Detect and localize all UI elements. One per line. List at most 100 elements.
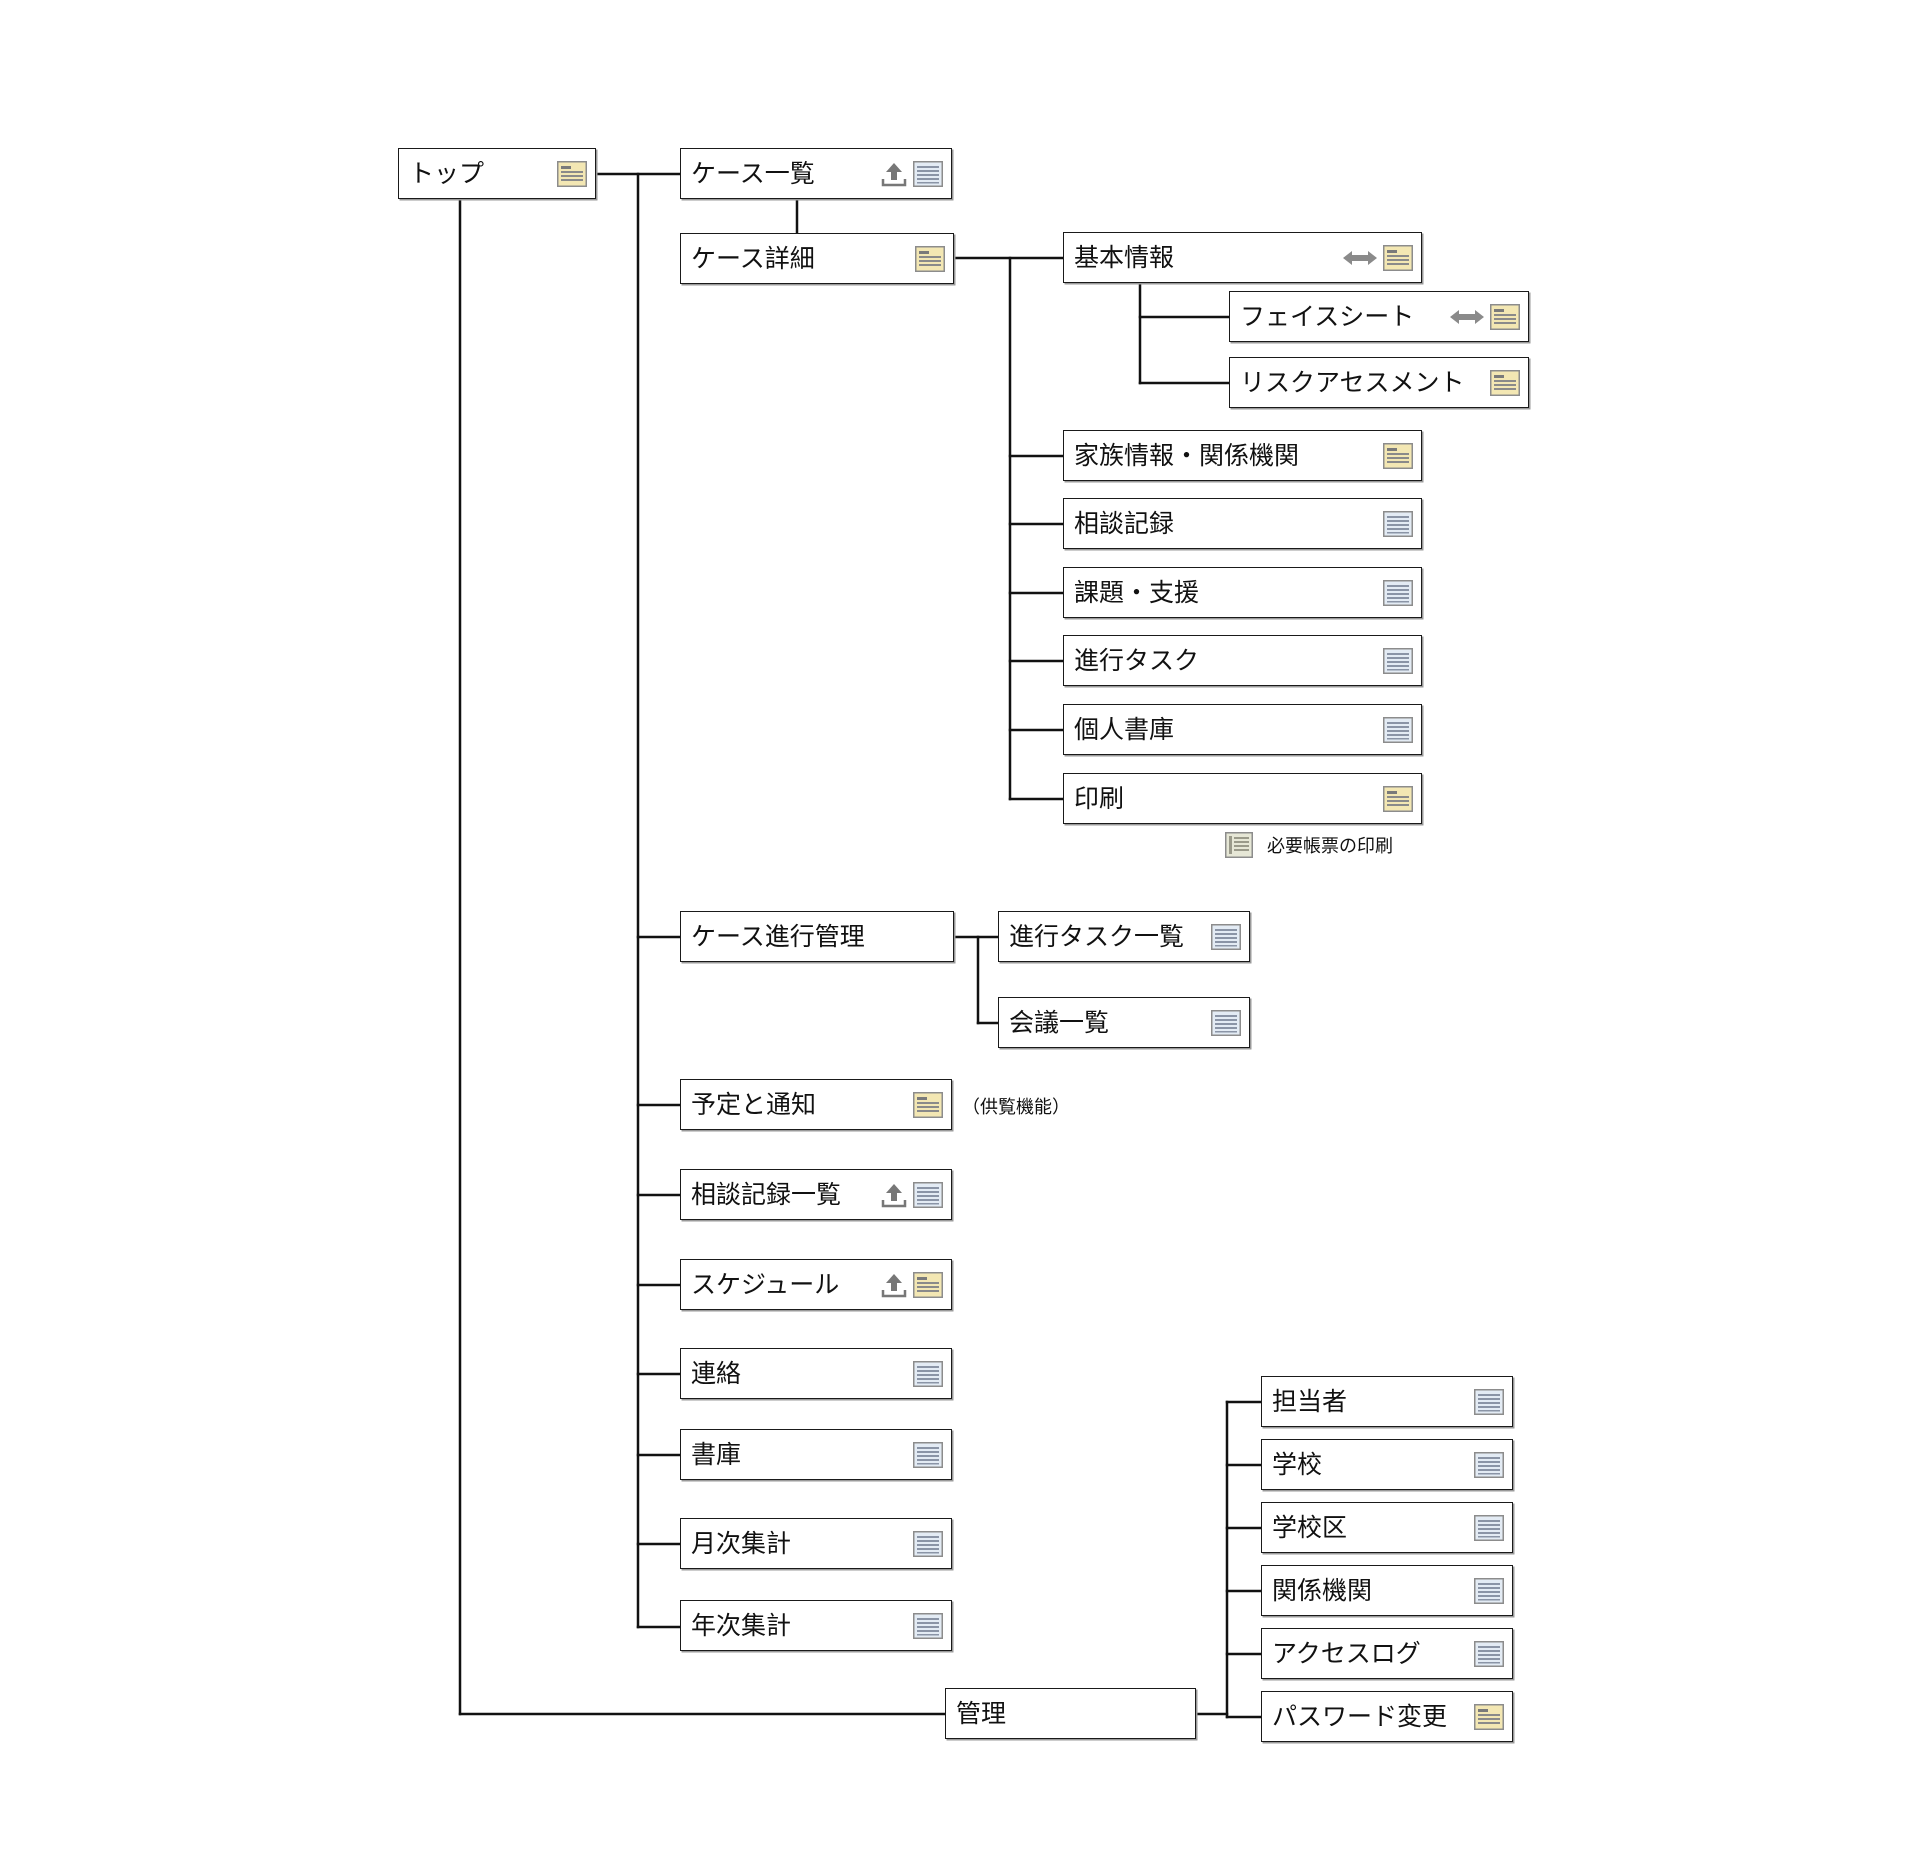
page-icon (915, 245, 945, 272)
node-icons (1211, 998, 1241, 1047)
node-risk: リスクアセスメント (1229, 357, 1529, 408)
node-tasks: 進行タスク (1063, 635, 1422, 686)
node-icons (913, 1601, 943, 1650)
node-label: 月次集計 (691, 1529, 792, 1558)
upload-icon (880, 1181, 908, 1209)
node-label: 基本情報 (1074, 243, 1175, 272)
node-library: 書庫 (680, 1429, 952, 1480)
node-label: ケース進行管理 (691, 922, 865, 951)
node-label: リスクアセスメント (1240, 368, 1465, 397)
node-consult: 相談記録 (1063, 498, 1422, 549)
upload-icon (880, 1271, 908, 1299)
list-icon (1383, 510, 1413, 537)
node-monthly: 月次集計 (680, 1518, 952, 1569)
node-icons (1383, 774, 1413, 823)
node-label: 進行タスク一覧 (1009, 922, 1185, 951)
node-label: スケジュール (691, 1270, 840, 1299)
ledger-icon (1225, 832, 1253, 858)
view-only-note: （供覧機能） (962, 1097, 1070, 1118)
node-icons (880, 1170, 943, 1219)
node-label: 連絡 (691, 1359, 742, 1388)
node-print: 印刷 (1063, 773, 1422, 824)
node-icons (1474, 1566, 1504, 1615)
list-icon (913, 1441, 943, 1468)
list-icon (1383, 716, 1413, 743)
list-icon (1474, 1451, 1504, 1478)
node-progress-mgmt: ケース進行管理 (680, 911, 954, 962)
node-icons (1474, 1503, 1504, 1552)
node-label: 家族情報・関係機関 (1074, 441, 1300, 470)
list-icon (1383, 647, 1413, 674)
node-label: 関係機関 (1272, 1576, 1373, 1605)
print-forms-note: 必要帳票の印刷 (1225, 832, 1393, 858)
node-school: 学校 (1261, 1439, 1513, 1490)
node-icons (1474, 1629, 1504, 1678)
node-icons (913, 1349, 943, 1398)
node-icons (1342, 233, 1413, 282)
node-password: パスワード変更 (1261, 1691, 1513, 1742)
swap-icon (1342, 248, 1378, 268)
list-icon (913, 160, 943, 187)
node-label: アクセスログ (1272, 1639, 1421, 1668)
list-icon (913, 1612, 943, 1639)
node-label: トップ (409, 159, 485, 188)
node-admin: 管理 (945, 1688, 1196, 1739)
print-forms-text: 必要帳票の印刷 (1267, 836, 1393, 857)
node-icons (1490, 358, 1520, 407)
page-icon (1474, 1703, 1504, 1730)
node-icons (1383, 431, 1413, 480)
node-school-district: 学校区 (1261, 1502, 1513, 1553)
list-icon (913, 1181, 943, 1208)
node-label: 課題・支援 (1074, 578, 1200, 607)
node-meeting-list: 会議一覧 (998, 997, 1250, 1048)
node-label: 個人書庫 (1074, 715, 1175, 744)
node-staff: 担当者 (1261, 1376, 1513, 1427)
node-icons (913, 1430, 943, 1479)
node-face-sheet: フェイスシート (1229, 291, 1529, 342)
node-access-log: アクセスログ (1261, 1628, 1513, 1679)
page-icon (557, 160, 587, 187)
node-schedule: スケジュール (680, 1259, 952, 1310)
list-icon (1383, 579, 1413, 606)
node-contact: 連絡 (680, 1348, 952, 1399)
page-icon (1383, 442, 1413, 469)
node-label: 書庫 (691, 1440, 742, 1469)
node-label: 担当者 (1272, 1387, 1348, 1416)
node-icons (913, 1519, 943, 1568)
node-personal-lib: 個人書庫 (1063, 704, 1422, 755)
node-icons (1474, 1692, 1504, 1741)
node-top: トップ (398, 148, 596, 199)
node-label: ケース一覧 (691, 159, 815, 188)
node-label: 相談記録一覧 (691, 1180, 842, 1209)
node-icons (915, 234, 945, 283)
node-icons (1383, 705, 1413, 754)
node-icons (1383, 499, 1413, 548)
page-icon (913, 1271, 943, 1298)
node-schedule-notice: 予定と通知 (680, 1079, 952, 1130)
node-label: 学校 (1272, 1450, 1323, 1479)
node-consult-list: 相談記録一覧 (680, 1169, 952, 1220)
node-icons (1474, 1377, 1504, 1426)
page-icon (913, 1091, 943, 1118)
node-case-list: ケース一覧 (680, 148, 952, 199)
node-icons (1449, 292, 1520, 341)
node-label: ケース詳細 (691, 244, 815, 273)
upload-icon (880, 160, 908, 188)
list-icon (913, 1360, 943, 1387)
swap-icon (1449, 307, 1485, 327)
list-icon (913, 1530, 943, 1557)
node-icons (880, 149, 943, 198)
node-icons (557, 149, 587, 198)
node-label: 会議一覧 (1009, 1008, 1110, 1037)
node-icons (1211, 912, 1241, 961)
node-icons (1474, 1440, 1504, 1489)
list-icon (1474, 1577, 1504, 1604)
node-label: パスワード変更 (1272, 1702, 1448, 1731)
node-icons (1383, 568, 1413, 617)
page-icon (1383, 244, 1413, 271)
node-basic-info: 基本情報 (1063, 232, 1422, 283)
list-icon (1474, 1388, 1504, 1415)
node-label: 予定と通知 (691, 1090, 817, 1119)
list-icon (1211, 923, 1241, 950)
